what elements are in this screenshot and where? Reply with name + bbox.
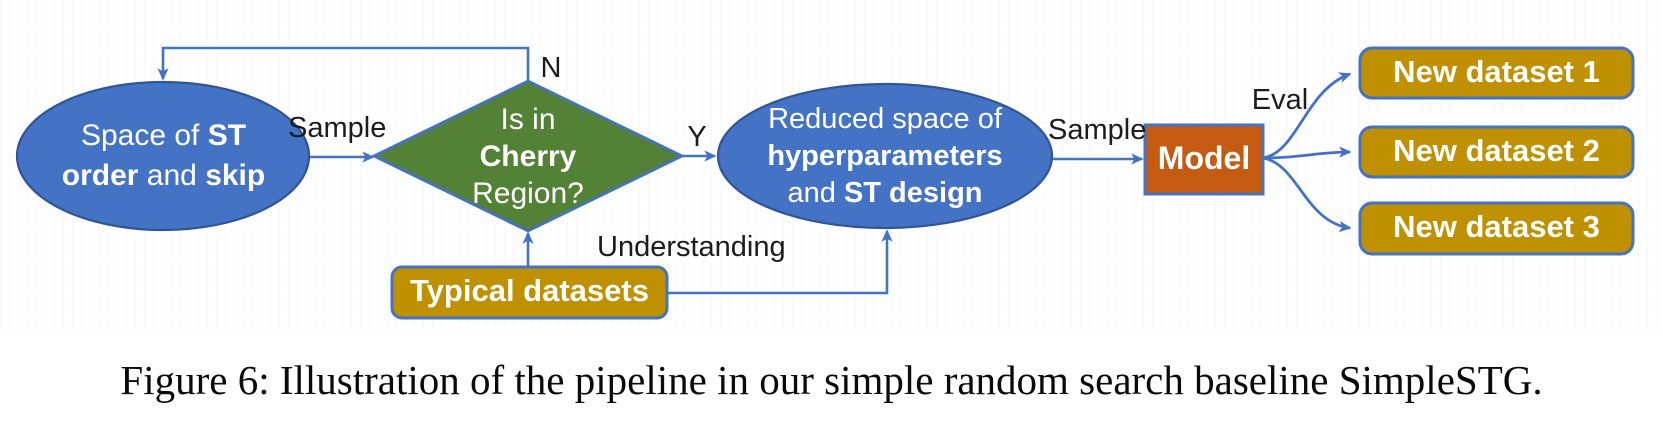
edge-label-sample-2: Sample <box>1048 114 1147 146</box>
space-ellipse-label: Space of ST order and skip <box>61 119 266 192</box>
new-dataset-3-box-shape <box>1358 201 1635 256</box>
edge-label-sample-1: Sample <box>288 112 387 144</box>
figure-caption: Figure 6: Illustration of the pipeline i… <box>120 357 1543 403</box>
new-dataset-1-box-shape <box>1358 46 1635 100</box>
edge-label-y: Y <box>687 121 707 153</box>
diagram-canvas <box>15 46 1635 320</box>
edge-label-eval: Eval <box>1251 84 1309 116</box>
edge-no-loop-arrow <box>157 46 530 84</box>
edge-typical-to-reduced-arrow <box>667 229 893 295</box>
new-dataset-1-label: New dataset 1 <box>1393 53 1600 89</box>
space-ellipse-shape <box>15 80 311 232</box>
edge-eval-dataset3-arrow <box>1262 156 1352 233</box>
edge-eval-dataset2-arrow <box>1262 146 1352 160</box>
pipeline-diagram: Space of ST order and skip Is in Cherry … <box>0 0 1663 332</box>
model-box-label: Model <box>1157 140 1251 176</box>
new-dataset-2-box-shape <box>1358 125 1635 179</box>
typical-datasets-box-label: Typical datasets <box>410 272 649 308</box>
edge-label-n: N <box>540 52 562 84</box>
model-box-shape <box>1143 123 1265 196</box>
new-dataset-2-label: New dataset 2 <box>1393 132 1600 168</box>
cherry-diamond-shape <box>370 79 686 233</box>
edge-label-understanding: Understanding <box>597 231 786 263</box>
reduced-ellipse-shape <box>716 82 1054 230</box>
edge-eval-dataset1-arrow <box>1262 72 1352 160</box>
cherry-diamond-label: Is in Cherry Region? <box>472 102 584 210</box>
new-dataset-3-label: New dataset 3 <box>1393 209 1600 244</box>
typical-datasets-box-shape <box>390 265 669 320</box>
reduced-ellipse-label: Reduced space of hyperparameters and ST … <box>767 102 1003 209</box>
